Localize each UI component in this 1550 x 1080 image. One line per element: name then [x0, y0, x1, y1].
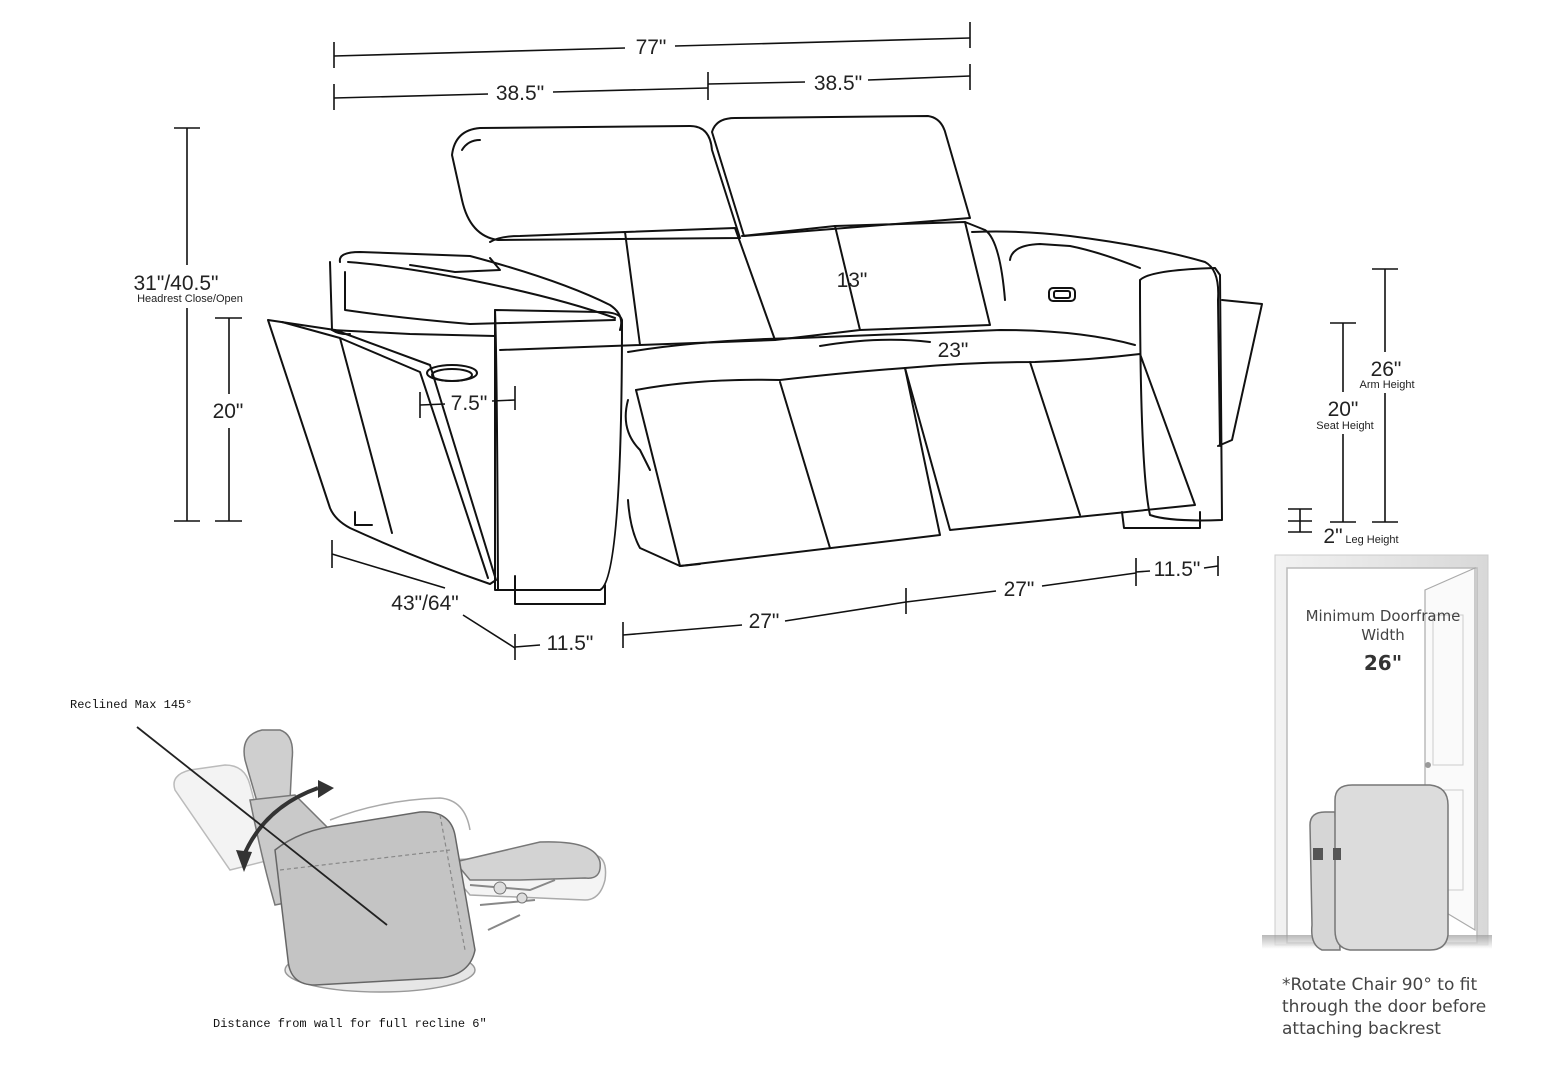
- leg-height-label: 2": [1323, 525, 1342, 548]
- right-arm-height-note: Arm Height: [1359, 379, 1414, 391]
- sofa-line-drawing: [267, 115, 1263, 605]
- depth-label: 43"/64": [391, 592, 458, 615]
- front-arm-right-label: 11.5": [1154, 558, 1201, 581]
- right-seat-height-note: Seat Height: [1316, 420, 1373, 432]
- right-arm-height-label: 26": [1371, 358, 1402, 381]
- total-height-label: 31"/40.5": [134, 272, 219, 295]
- doorframe-note-line1: *Rotate Chair 90° to fit: [1282, 975, 1477, 995]
- half-width-right-label: 38.5": [814, 72, 862, 95]
- half-width-left-label: 38.5": [496, 82, 544, 105]
- front-seat-right-label: 27": [1004, 578, 1035, 601]
- doorframe-title-line2: Width: [1361, 626, 1405, 644]
- doorframe-value: 26": [1364, 651, 1402, 675]
- dimension-labels: 77" 38.5" 38.5" 31"/40.5" Headrest Close…: [134, 36, 1415, 655]
- doorframe-note-line2: through the door before: [1282, 997, 1486, 1017]
- recliner-illustration: [136, 726, 607, 993]
- right-seat-height-label: 20": [1328, 398, 1359, 421]
- front-seat-left-label: 27": [749, 610, 780, 633]
- doorframe-note-line3: attaching backrest: [1282, 1019, 1441, 1039]
- front-arm-left-label: 11.5": [547, 632, 594, 655]
- seat-depth-label: 23": [938, 339, 969, 362]
- doorframe-title-line1: Minimum Doorframe: [1306, 607, 1461, 625]
- arm-inner-height-label: 20": [213, 400, 244, 423]
- leg-height-note: Leg Height: [1345, 534, 1398, 546]
- doorframe-illustration: [1262, 554, 1492, 951]
- wall-distance-label: Distance from wall for full recline 6": [213, 1017, 487, 1031]
- dimension-lines: [174, 22, 1398, 660]
- headrest-height-label: 13": [837, 269, 868, 292]
- total-width-label: 77": [636, 36, 667, 59]
- recline-max-label: Reclined Max 145°: [70, 698, 192, 712]
- cupholder-width-label: 7.5": [451, 392, 488, 415]
- total-height-note: Headrest Close/Open: [137, 293, 243, 305]
